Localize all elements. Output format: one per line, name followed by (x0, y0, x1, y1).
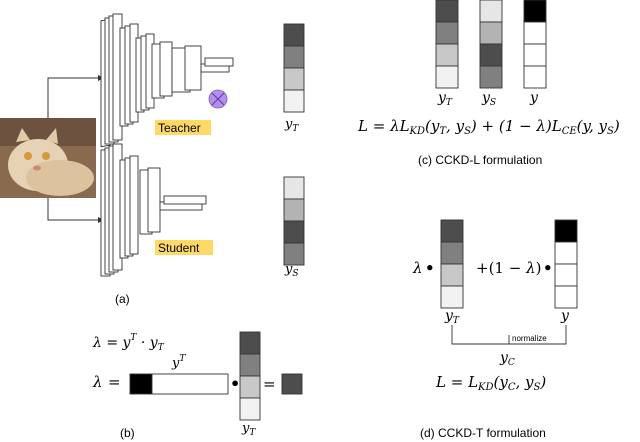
panel-a-yT-bar (283, 23, 305, 113)
panel-b-eq1: λ = yT · yT (92, 333, 165, 353)
panel-c-yT-bar (435, 0, 459, 89)
normalize-label: normalize (512, 334, 547, 343)
panel-c-y-label: y (529, 90, 539, 106)
panel-d-one-minus-lambda: +(1 − λ) (476, 259, 541, 277)
panel-c-yS-bar (479, 0, 503, 89)
cat-image (0, 118, 96, 198)
panel-d-yT-label: yT (444, 308, 460, 326)
teacher-network (100, 13, 234, 148)
panel-d-y-bar (554, 219, 578, 309)
panel-b-equals: = (108, 373, 121, 391)
student-network (100, 143, 207, 277)
panel-c-yS-label: yS (481, 90, 496, 108)
panel-d-lambda: λ (412, 259, 423, 277)
panel-a: Teacher Student yT (0, 13, 305, 306)
panel-d-dot: • (425, 259, 435, 277)
panel-d-y-label: y (560, 308, 570, 324)
panel-d-caption: (d) CCKD-T formulation (420, 426, 546, 440)
student-label-bg (155, 240, 213, 255)
panel-b-row-vector (129, 373, 229, 395)
panel-b-lambda: λ (92, 373, 103, 391)
panel-a-yT-label: yT (284, 117, 299, 134)
panel-b-caption: (b) (120, 426, 135, 440)
panel-c: yT yS y L = λLKD(yT, yS) + (1 − λ)LCE(y,… (357, 0, 620, 167)
panel-c-caption: (c) CCKD-L formulation (418, 153, 542, 167)
panel-b-equals-2: = (263, 375, 276, 393)
panel-b-yT-label: yT (241, 421, 256, 438)
teacher-label-bg (155, 120, 211, 135)
panel-a-caption: (a) (115, 292, 130, 306)
panel-d-dot-2: • (543, 259, 553, 277)
panel-a-yS-bar (283, 176, 305, 266)
panel-d-yT-bar (440, 219, 464, 309)
panel-d-formula: L = LKD(yC, yS) (435, 373, 546, 393)
panel-c-y-bar (523, 0, 547, 89)
panel-b-result (281, 373, 303, 395)
panel-c-formula: L = λLKD(yT, yS) + (1 − λ)LCE(y, yS) (357, 117, 620, 137)
student-label: Student (158, 241, 200, 255)
panel-b-dot: • (230, 374, 240, 393)
teacher-cross-icon (208, 89, 228, 109)
panel-b: λ = yT · yT yT λ = • yT = (b) (92, 331, 303, 440)
panel-d-yC-label: yC (499, 350, 515, 368)
teacher-label: Teacher (158, 121, 201, 135)
panel-c-yT-label: yT (437, 90, 453, 108)
panel-b-yT-sup: yT (171, 354, 186, 371)
normalize-bracket (451, 325, 567, 345)
panel-d: λ • +(1 − λ) • yT y normalize yC L = LKD… (412, 219, 578, 440)
panel-b-yT-bar (239, 331, 261, 421)
